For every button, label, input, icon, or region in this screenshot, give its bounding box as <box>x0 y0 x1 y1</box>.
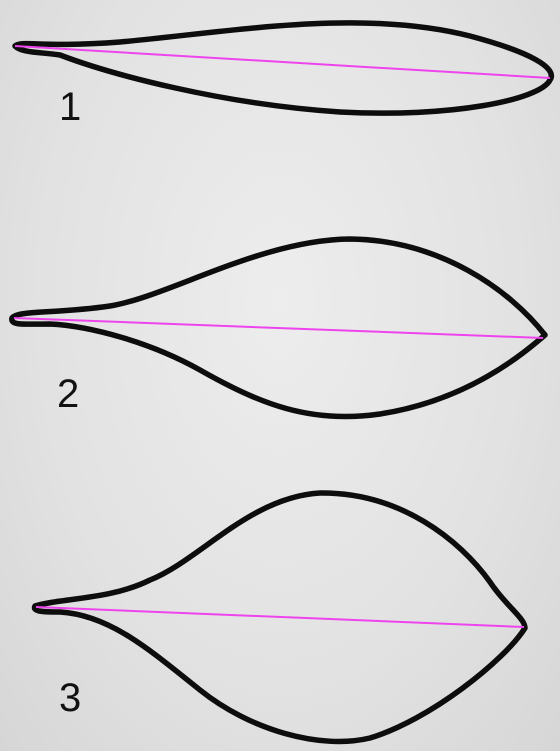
leaf-1-outline <box>15 23 551 113</box>
leaf-3 <box>35 493 525 741</box>
leaf-1-axis-line <box>15 46 550 78</box>
leaf-2 <box>12 239 545 417</box>
leaf-1-number-label: 1 <box>59 87 81 127</box>
leaf-2-number-label: 2 <box>57 374 79 414</box>
leaf-1 <box>15 23 551 113</box>
leaf-3-number-label: 3 <box>59 678 81 718</box>
